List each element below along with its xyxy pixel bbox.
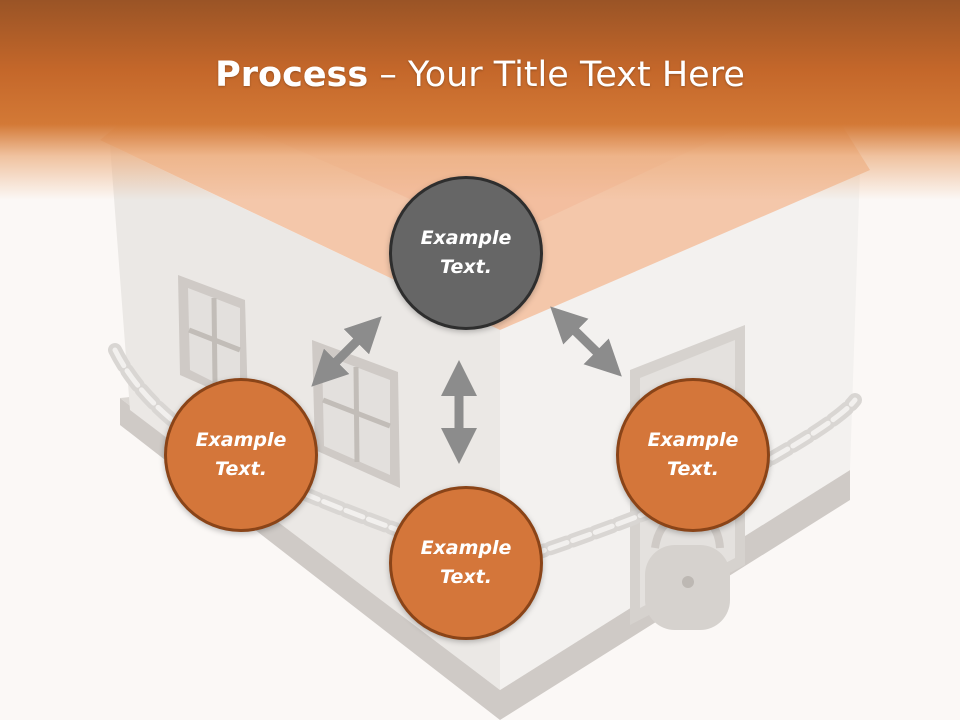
slide-title-rest: – Your Title Text Here — [368, 55, 745, 95]
slide-title[interactable]: Process – Your Title Text Here — [0, 50, 960, 100]
node-right-line2: Text. — [667, 458, 719, 480]
node-left-line1: Example — [195, 429, 287, 451]
node-top-line2: Text. — [440, 256, 492, 278]
node-bottom[interactable]: Example Text. — [389, 486, 543, 640]
node-top-line1: Example — [420, 227, 512, 249]
double-arrow-top-right — [550, 306, 622, 377]
header-band — [0, 0, 960, 200]
double-arrow-top-left — [311, 316, 382, 387]
node-right-line1: Example — [647, 429, 739, 451]
node-bottom-line2: Text. — [440, 566, 492, 588]
node-left[interactable]: Example Text. — [164, 378, 318, 532]
node-right[interactable]: Example Text. — [616, 378, 770, 532]
house-window-1 — [178, 275, 248, 405]
node-left-line2: Text. — [215, 458, 267, 480]
node-top[interactable]: Example Text. — [389, 176, 543, 330]
slide-title-bold: Process — [215, 55, 369, 95]
node-bottom-line1: Example — [420, 537, 512, 559]
